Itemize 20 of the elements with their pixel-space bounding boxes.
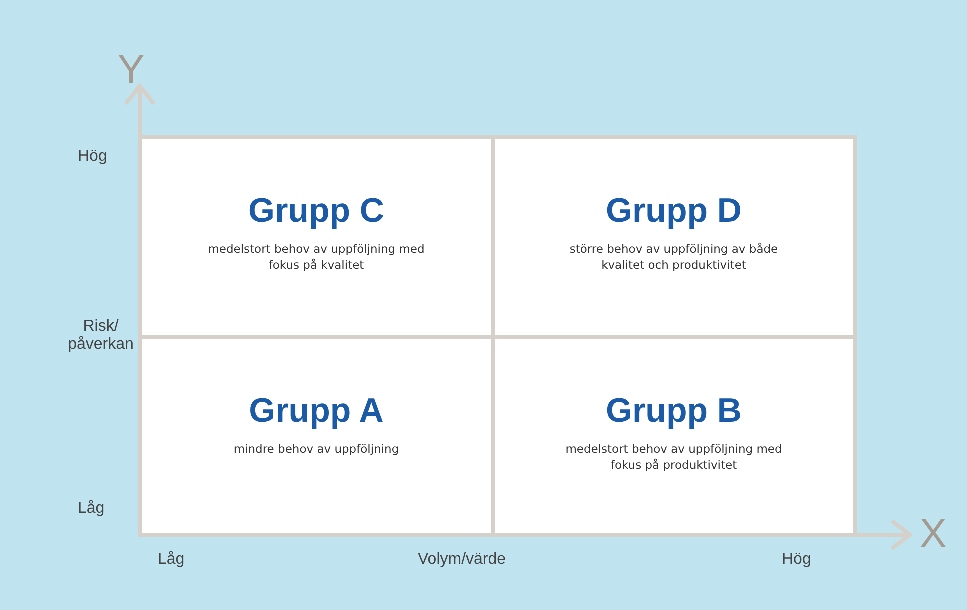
- axis-label: Risk/ påverkan: [67, 318, 135, 354]
- quadrant-box: [495, 339, 853, 533]
- group-title: Grupp C: [248, 191, 384, 231]
- quadrant-box: [142, 139, 491, 335]
- group-title: Grupp A: [249, 391, 384, 431]
- axis-label: Låg: [158, 551, 185, 569]
- axis-label: Hög: [78, 148, 108, 166]
- axis-title: Y: [118, 48, 145, 93]
- group-description: mindre behov av uppföljning: [232, 441, 400, 457]
- group-title: Grupp B: [606, 391, 742, 431]
- group-description: medelstort behov av uppföljning med fokus på produktivitet: [564, 441, 784, 473]
- axis-title: Volym/värde: [418, 551, 506, 569]
- group-title: Grupp D: [606, 191, 742, 231]
- axis-label: Låg: [78, 500, 105, 518]
- quadrant-box: [495, 139, 853, 335]
- axis-title: X: [920, 512, 947, 557]
- axis-label: Hög: [782, 551, 812, 569]
- quadrant-box: [142, 339, 491, 533]
- group-description: större behov av uppföljning av både kvalitet och produktivitet: [568, 241, 780, 273]
- group-description: medelstort behov av uppföljning med fokus på kvalitet: [207, 241, 426, 273]
